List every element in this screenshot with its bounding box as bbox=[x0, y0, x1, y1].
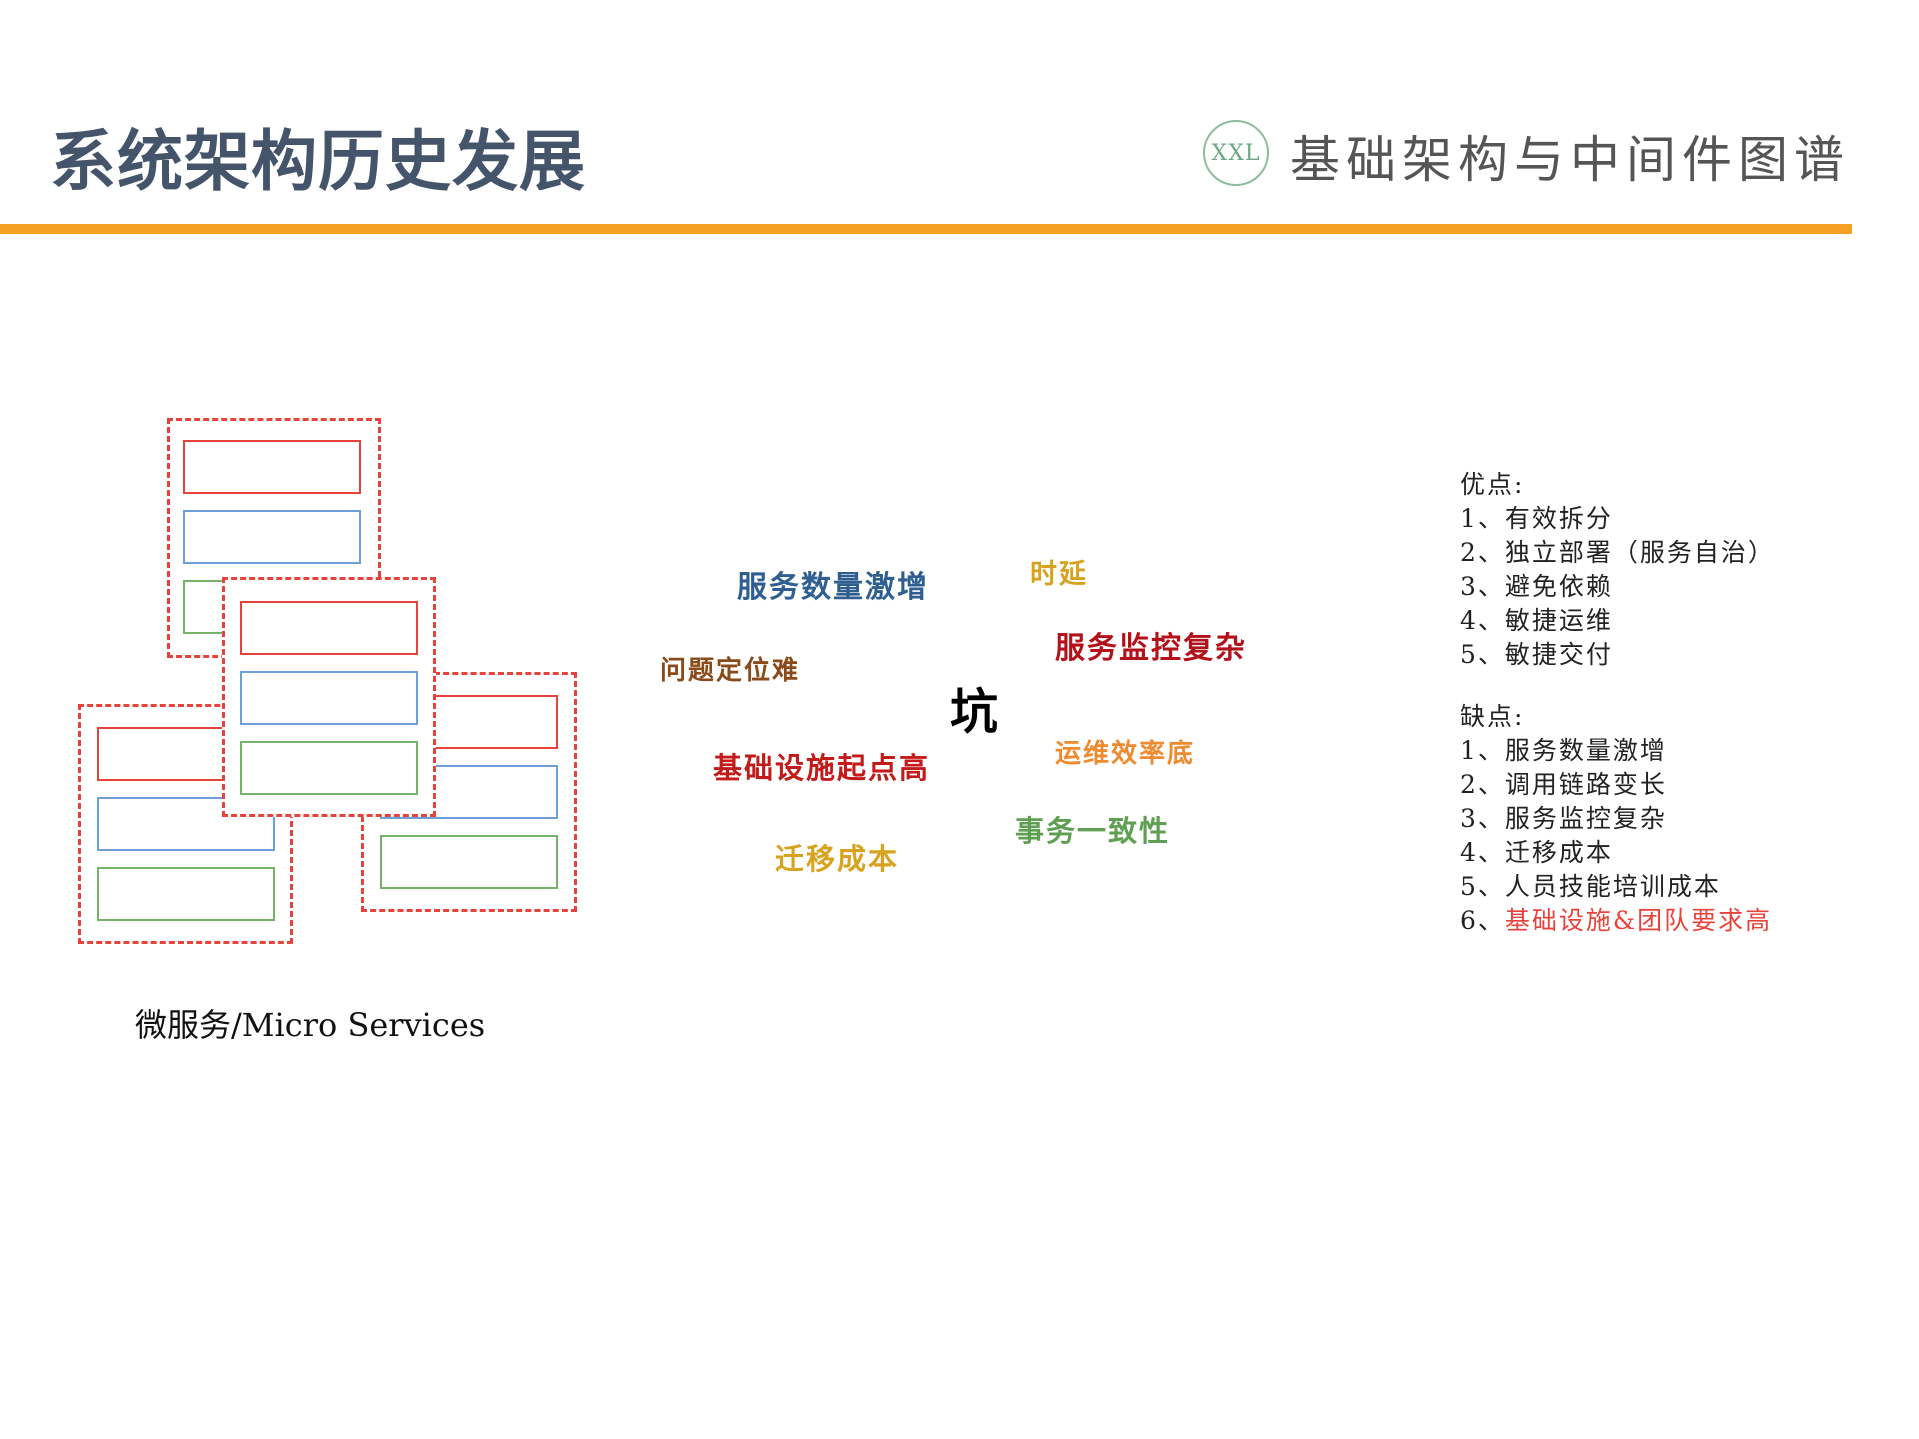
word-latency: 时延 bbox=[1030, 559, 1088, 590]
service-cluster-left bbox=[78, 704, 293, 944]
word-troubleshooting: 问题定位难 bbox=[660, 656, 801, 686]
list-item: 2、调用链路变长 bbox=[1460, 770, 1667, 799]
word-transaction: 事务一致性 bbox=[1015, 814, 1171, 848]
list-item: 5、人员技能培训成本 bbox=[1460, 872, 1721, 901]
word-monitoring: 服务监控复杂 bbox=[1055, 631, 1247, 666]
service-cluster-center bbox=[222, 577, 436, 817]
service-box bbox=[183, 510, 361, 564]
list-item: 4、迁移成本 bbox=[1460, 838, 1613, 867]
list-item: 1、服务数量激增 bbox=[1460, 736, 1667, 765]
brand-title: 基础架构与中间件图谱 bbox=[1290, 131, 1850, 189]
service-box bbox=[240, 601, 418, 655]
logo-text: XXL bbox=[1211, 140, 1261, 166]
word-service-count: 服务数量激增 bbox=[737, 570, 929, 605]
service-box bbox=[183, 440, 361, 494]
list-item: 5、敏捷交付 bbox=[1460, 640, 1613, 669]
list-item: 3、避免依赖 bbox=[1460, 572, 1613, 601]
cons-heading: 缺点: bbox=[1460, 702, 1525, 731]
word-migration: 迁移成本 bbox=[775, 842, 900, 876]
pros-heading: 优点: bbox=[1460, 470, 1525, 499]
diagram-caption: 微服务/Micro Services bbox=[135, 1006, 486, 1044]
accent-divider bbox=[0, 224, 1852, 234]
list-item-highlight: 基础设施&团队要求高 bbox=[1504, 906, 1773, 935]
logo-icon: XXL bbox=[1203, 120, 1269, 186]
pros-list: 优点: 1、有效拆分 2、独立部署（服务自治） 3、避免依赖 4、敏捷运维 5、… bbox=[1460, 468, 1775, 672]
service-box bbox=[97, 727, 275, 781]
service-box bbox=[183, 580, 361, 634]
word-infrastructure: 基础设施起点高 bbox=[713, 751, 931, 785]
cons-list: 缺点: 1、服务数量激增 2、调用链路变长 3、服务监控复杂 4、迁移成本 5、… bbox=[1460, 700, 1772, 938]
list-item-prefix: 6、 bbox=[1460, 906, 1505, 935]
page-title: 系统架构历史发展 bbox=[50, 123, 586, 200]
word-pitfall: 坑 bbox=[950, 684, 1001, 740]
list-item: 4、敏捷运维 bbox=[1460, 606, 1613, 635]
service-box bbox=[380, 765, 558, 819]
service-box bbox=[380, 695, 558, 749]
service-cluster-right bbox=[361, 672, 577, 912]
service-box bbox=[240, 741, 418, 795]
service-box bbox=[97, 797, 275, 851]
list-item: 1、有效拆分 bbox=[1460, 504, 1613, 533]
service-box bbox=[97, 867, 275, 921]
service-box bbox=[380, 835, 558, 889]
service-box bbox=[240, 671, 418, 725]
list-item: 6、基础设施&团队要求高 bbox=[1460, 904, 1772, 938]
word-ops-efficiency: 运维效率底 bbox=[1055, 739, 1196, 769]
service-cluster-top bbox=[167, 418, 381, 658]
list-item: 2、独立部署（服务自治） bbox=[1460, 538, 1775, 567]
list-item: 3、服务监控复杂 bbox=[1460, 804, 1667, 833]
